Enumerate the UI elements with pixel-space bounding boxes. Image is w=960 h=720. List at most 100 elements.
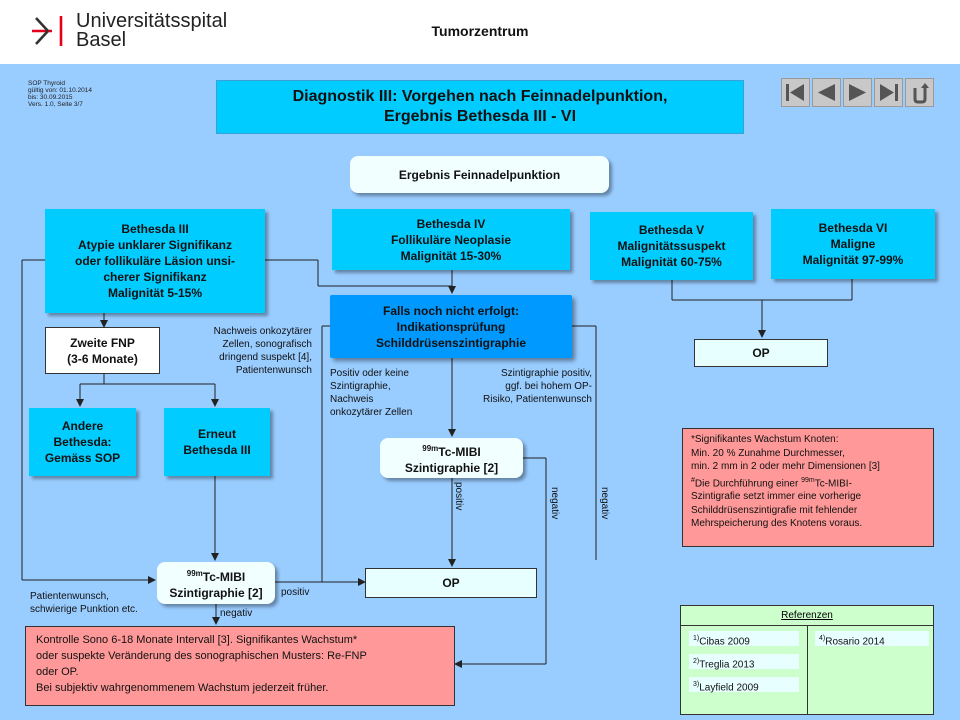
bethesda-v-box: Bethesda V Malignitätssuspekt Malignität… — [590, 212, 753, 280]
note-line: Nachweis onkozytärer — [213, 326, 312, 337]
node-line: Bethesda VI — [818, 221, 888, 235]
reference-link[interactable]: 2)Treglia 2013 — [689, 654, 799, 671]
label-negative-vertical-1: negativ — [549, 487, 560, 520]
reference-text: Layfield 2009 — [699, 682, 759, 694]
node-line: Malignitätssuspekt — [617, 239, 726, 253]
last-page-icon — [880, 84, 898, 101]
mibi-line-2: Szintigraphie [2] — [169, 585, 263, 600]
isotope-superscript: 99m — [801, 476, 815, 484]
note-line: onkozytärer Zellen — [330, 407, 413, 418]
hospital-logo-text: Universitätsspital Basel — [76, 10, 228, 51]
control-line: oder suspekte Veränderung des sonographi… — [36, 650, 367, 662]
repeat-bethesda-iii-box: Erneut Bethesda III — [164, 408, 270, 476]
node-line: Erneut — [197, 427, 236, 441]
label-positive-left: positiv — [281, 587, 310, 598]
next-page-icon — [849, 84, 866, 101]
note-line: Nachweis — [330, 394, 374, 405]
node-line: Malignität 97-99% — [802, 253, 904, 267]
note-line: ggf. bei hohem OP- — [505, 381, 592, 392]
op-center-box: OP — [365, 568, 537, 598]
isotope-superscript: 99m — [186, 568, 203, 578]
sop-line: bis: 30.09.2015 — [28, 94, 73, 101]
node-line: oder follikuläre Läsion unsi- — [74, 254, 236, 268]
reference-text: Cibas 2009 — [699, 636, 750, 648]
control-line: oder OP. — [36, 666, 79, 678]
note-line: Zellen, sonografisch — [222, 339, 313, 350]
mibi-label: Tc-MIBI — [438, 444, 481, 459]
note-line: Patientenwunsch, — [30, 591, 109, 602]
note-scintigraphy-positive: Szintigraphie positiv, ggf. bei hohem OP… — [446, 367, 592, 406]
next-page-button[interactable] — [843, 78, 872, 107]
footnote-line: Min. 20 % Zunahme Durchmesser, — [691, 447, 845, 459]
label-positive-vertical: positiv — [453, 482, 464, 511]
footnote-line: Mehrspeicherung des Knotens voraus. — [691, 518, 863, 530]
note-oncocytic-evidence: Nachweis onkozytärer Zellen, sonografisc… — [186, 325, 312, 377]
bethesda-iii-box: Bethesda III Atypie unklarer Signifikanz… — [45, 209, 265, 313]
note-positive-or-none: Positiv oder keine Szintigraphie, Nachwe… — [330, 367, 445, 419]
node-line: Malignität 5-15% — [107, 286, 203, 300]
node-line: Andere — [61, 419, 104, 433]
logo-line-1: Universitätsspital — [76, 10, 228, 32]
node-line: Maligne — [830, 237, 876, 251]
reference-text: Treglia 2013 — [699, 659, 755, 671]
footnote-box: *Signifikantes Wachstum Knoten: Min. 20 … — [682, 428, 934, 547]
other-bethesda-box: Andere Bethesda: Gemäss SOP — [29, 408, 136, 476]
note-line: dringend suspekt [4], — [219, 352, 312, 363]
node-line: Malignität 15-30% — [400, 248, 502, 263]
label-negative-left: negativ — [220, 608, 253, 619]
first-page-button[interactable] — [781, 78, 810, 107]
footnote-line: #Die Durchführung einer 99mTc-MIBI- — [691, 474, 925, 491]
previous-page-icon — [818, 84, 835, 101]
footnote-line: min. 2 mm in 2 oder mehr Dimensionen [3] — [691, 461, 880, 472]
control-line: Kontrolle Sono 6-18 Monate Intervall [3]… — [36, 634, 358, 646]
op-label: OP — [442, 576, 460, 590]
note-patient-wish: Patientenwunsch, schwierige Punktion etc… — [30, 590, 170, 616]
hash-mark: # — [691, 476, 695, 484]
reference-number: 1) — [693, 635, 700, 642]
node-line: Zweite FNP — [70, 335, 135, 350]
node-line: Falls noch nicht erfolgt: — [382, 303, 519, 318]
title-line-2: Ergebnis Bethesda III - VI — [383, 108, 577, 125]
mibi-line-2: Szintigraphie [2] — [404, 460, 499, 475]
return-button[interactable] — [905, 78, 934, 107]
note-line: Patientenwunsch — [235, 365, 312, 376]
references-divider — [807, 626, 808, 714]
note-line: Szintigraphie positiv, — [501, 368, 592, 379]
node-line: Indikationsprüfung — [396, 319, 506, 334]
mibi-line-1: 99mTc-MIBI — [187, 566, 245, 585]
node-line: Gemäss SOP — [44, 451, 121, 465]
node-line: cherer Signifikanz — [103, 270, 207, 284]
page-header: Universitätsspital Basel Tumorzentrum — [0, 0, 960, 64]
note-line: Positiv oder keine — [330, 368, 409, 379]
first-page-icon — [786, 84, 804, 101]
footnote-line: Szintigrafie setzt immer eine vorherige — [691, 491, 862, 503]
result-fnp-box: Ergebnis Feinnadelpunktion — [350, 156, 609, 193]
reference-number: 2) — [693, 658, 700, 665]
reference-link[interactable]: 4)Rosario 2014 — [815, 631, 929, 648]
node-line: Bethesda IV — [416, 216, 486, 231]
bethesda-iv-box: Bethesda IV Follikuläre Neoplasie Malign… — [332, 209, 570, 270]
note-line: Szintigraphie, — [330, 381, 391, 392]
previous-page-button[interactable] — [812, 78, 841, 107]
node-line: Bethesda III — [183, 443, 251, 457]
logo-line-2: Basel — [76, 29, 127, 51]
mibi-line-1: 99mTc-MIBI — [422, 441, 480, 460]
sop-info: SOP Thyroid gültig von: 01.10.2014 bis: … — [28, 80, 92, 108]
reference-link[interactable]: 3)Layfield 2009 — [689, 677, 799, 694]
indication-check-box: Falls noch nicht erfolgt: Indikationsprü… — [330, 295, 572, 358]
node-line: Schilddrüsenszintigraphie — [375, 335, 527, 350]
mibi-label: Tc-MIBI — [202, 569, 246, 584]
node-line: Bethesda III — [121, 222, 189, 236]
footnote-text: Die Durchführung einer — [694, 477, 802, 489]
node-line: Bethesda: — [53, 435, 112, 449]
note-line: schwierige Punktion etc. — [30, 604, 138, 615]
reference-link[interactable]: 1)Cibas 2009 — [689, 631, 799, 648]
mibi-scintigraphy-left-box: 99mTc-MIBI Szintigraphie [2] — [157, 562, 275, 604]
sop-line: SOP Thyroid — [28, 80, 65, 87]
reference-text: Rosario 2014 — [825, 636, 885, 648]
last-page-button[interactable] — [874, 78, 903, 107]
node-line: Atypie unklarer Signifikanz — [77, 238, 233, 252]
node-line: Bethesda V — [638, 223, 705, 237]
node-line: Malignität 60-75% — [621, 255, 722, 269]
